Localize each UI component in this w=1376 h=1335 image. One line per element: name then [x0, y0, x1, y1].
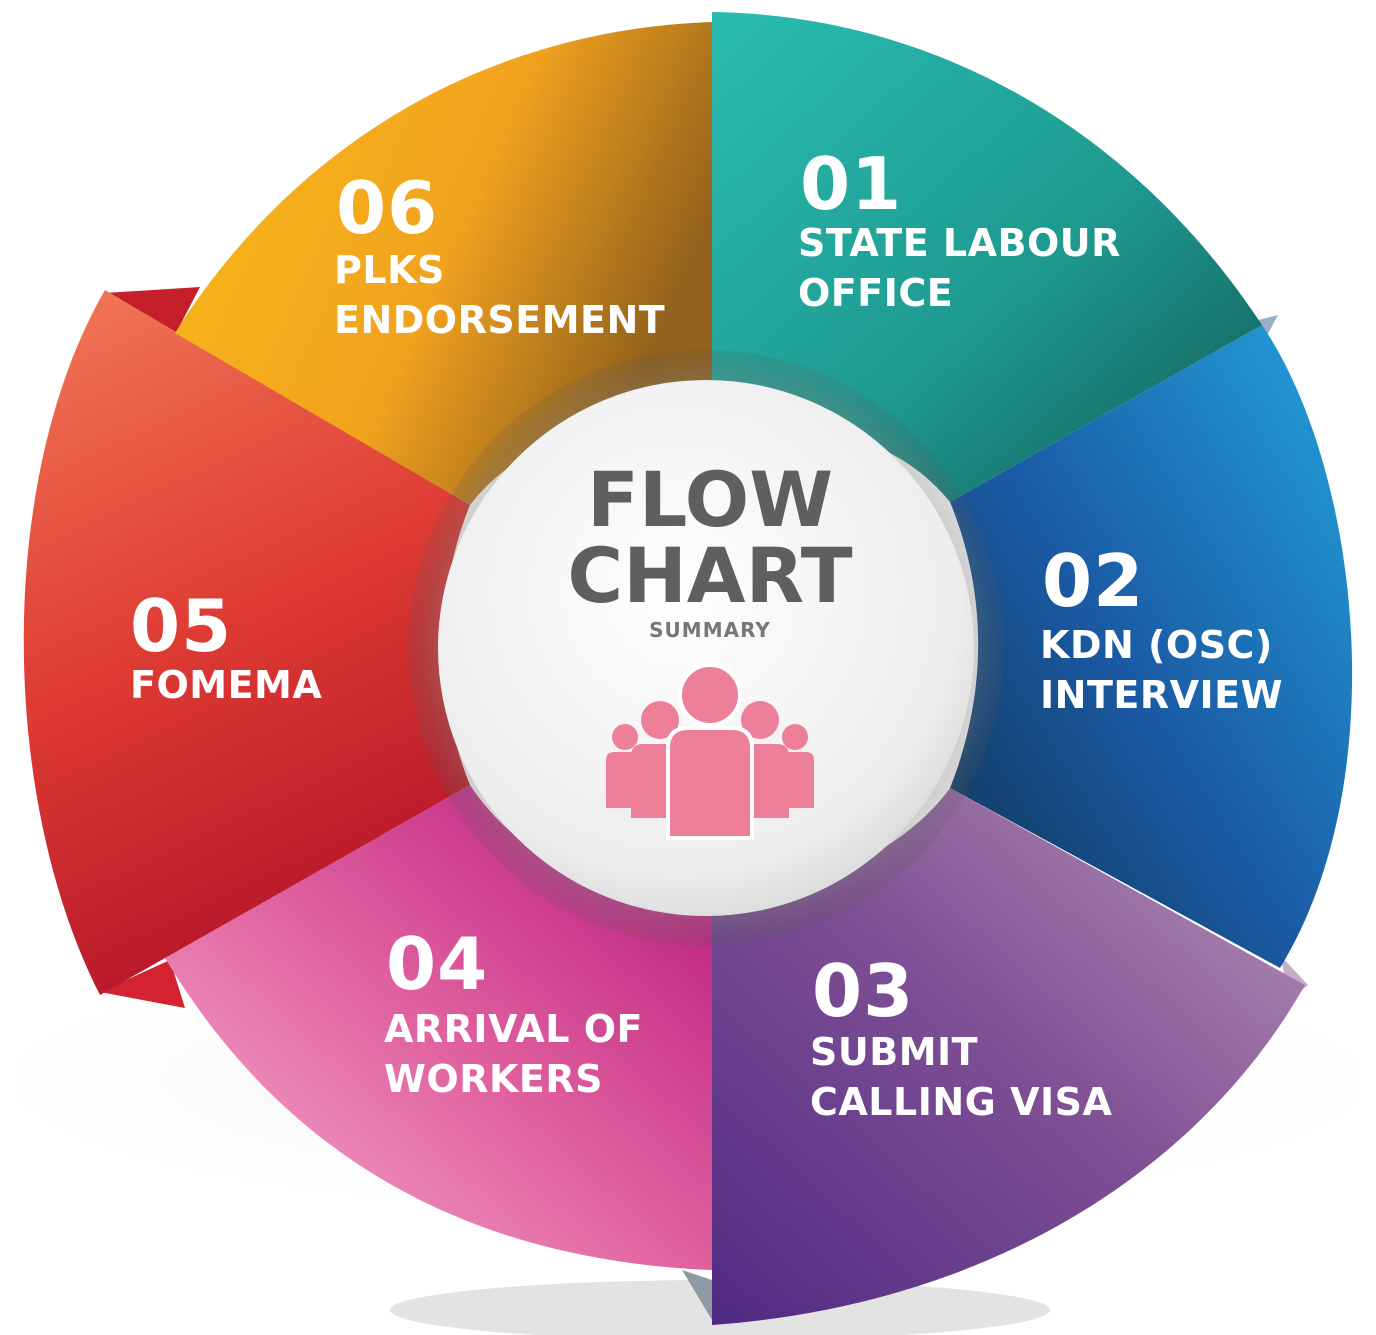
step-04-line-1: ARRIVAL OF — [384, 1007, 644, 1051]
segment-05 — [23, 290, 470, 995]
segment-01 — [712, 12, 1262, 502]
step-02-line-2: INTERVIEW — [1040, 673, 1284, 717]
step-02-number: 02 — [1042, 539, 1145, 623]
step-01-line-1: STATE LABOUR — [798, 221, 1121, 265]
step-02-label: KDN (OSC) INTERVIEW — [1040, 620, 1283, 720]
hub-circle — [438, 380, 974, 916]
step-06-label: PLKS ENDORSEMENT — [334, 245, 665, 345]
step-03-number: 03 — [812, 949, 915, 1033]
step-04-line-2: WORKERS — [384, 1057, 604, 1101]
step-05-label: FOMEMA — [130, 660, 322, 710]
hub-subtitle: SUMMARY — [649, 618, 771, 642]
step-06-line-1: PLKS — [334, 248, 445, 292]
people-group-icon — [606, 663, 814, 840]
hub-title: FLOW CHART — [520, 462, 900, 614]
hub-title-line-2: CHART — [567, 531, 853, 620]
step-02-line-1: KDN (OSC) — [1040, 623, 1273, 667]
step-03-label: SUBMIT CALLING VISA — [810, 1027, 1112, 1127]
step-03-line-2: CALLING VISA — [810, 1080, 1113, 1124]
step-06-line-2: ENDORSEMENT — [334, 298, 666, 342]
step-04-label: ARRIVAL OF WORKERS — [384, 1004, 643, 1104]
step-06-number: 06 — [336, 166, 439, 250]
step-03-line-1: SUBMIT — [810, 1030, 979, 1074]
hub-title-line-1: FLOW — [586, 455, 834, 544]
step-01-label: STATE LABOUR OFFICE — [798, 218, 1121, 318]
step-04-number: 04 — [386, 922, 489, 1006]
segment-02 — [950, 325, 1353, 968]
fold-flap-05-top — [105, 287, 200, 335]
fold-flap-03-base — [682, 1270, 712, 1320]
step-01-number: 01 — [800, 142, 903, 226]
step-05-line-1: FOMEMA — [130, 663, 323, 707]
fold-flap-05-bottom — [100, 960, 185, 1008]
segment-03 — [712, 788, 1305, 1325]
step-01-line-2: OFFICE — [798, 271, 954, 315]
step-05-number: 05 — [130, 584, 233, 668]
